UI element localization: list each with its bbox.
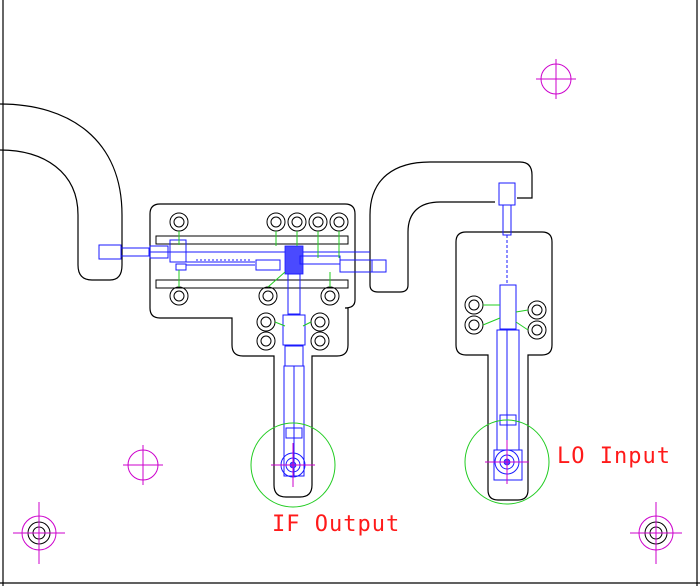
lo-input-trace bbox=[493, 182, 523, 481]
if-output-connector bbox=[250, 422, 336, 508]
right-curved-channel bbox=[369, 161, 533, 293]
if-screw-bosses bbox=[169, 212, 349, 351]
if-output-trace bbox=[282, 273, 306, 477]
lo-screw-bosses bbox=[464, 295, 547, 340]
if-horizontal-trace bbox=[150, 245, 387, 275]
lo-input-label: LO Input bbox=[557, 444, 671, 469]
bond-wires bbox=[178, 231, 529, 331]
left-curved-channel bbox=[0, 103, 123, 281]
if-output-label: IF Output bbox=[272, 512, 400, 537]
left-connector bbox=[98, 239, 187, 263]
mounting-hole-bottom-left bbox=[13, 502, 65, 564]
mounting-hole-mid-left bbox=[123, 445, 163, 485]
mounting-hole-top-right bbox=[536, 59, 576, 99]
lo-input-connector bbox=[464, 419, 550, 505]
lo-mixer-housing bbox=[455, 231, 553, 501]
mounting-hole-bottom-right bbox=[630, 502, 682, 564]
if-mixer-housing bbox=[149, 203, 356, 498]
